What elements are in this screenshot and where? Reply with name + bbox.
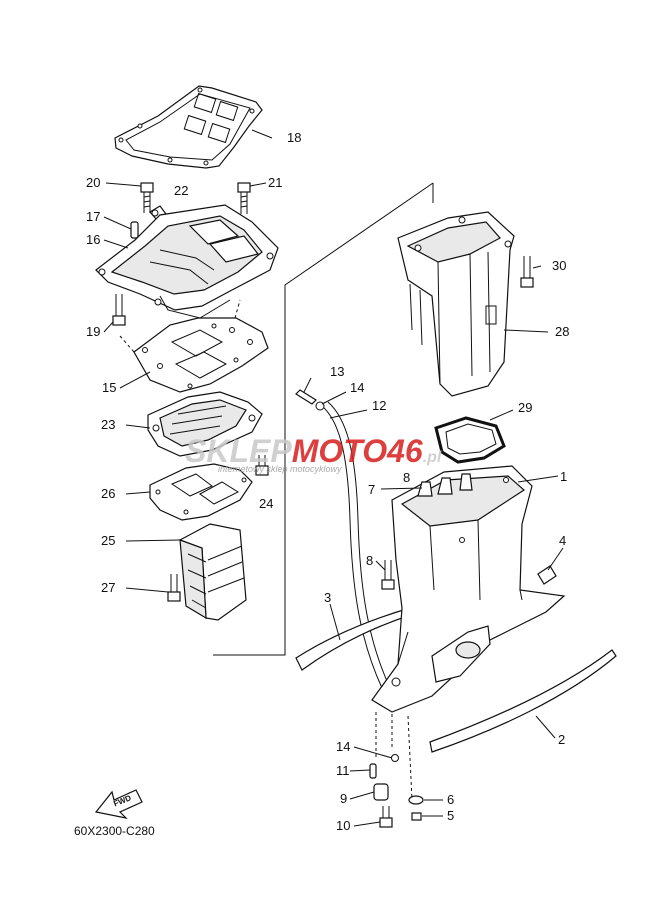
callout-7: 7: [368, 482, 375, 497]
mount-block-part-23: [147, 391, 263, 457]
callout-19: 19: [86, 324, 100, 339]
seal-part-29: [434, 416, 506, 464]
screw-part-5: [411, 812, 422, 821]
callout-8b: 8: [403, 470, 410, 485]
callout-1: 1: [560, 469, 567, 484]
bolt-part-8: [381, 560, 395, 590]
callout-14: 14: [350, 380, 364, 395]
callout-20: 20: [86, 175, 100, 190]
callout-24: 24: [259, 496, 273, 511]
callout-26: 26: [101, 486, 115, 501]
diagram-code-label: 60X2300-C280: [74, 824, 155, 838]
gasket-part-26: [149, 463, 253, 521]
callout-18: 18: [287, 130, 301, 145]
assembly-frame-lines: [119, 182, 434, 656]
callout-10: 10: [336, 818, 350, 833]
fwd-arrow-icon: FWD: [94, 789, 143, 819]
lower-casing-part-1: [371, 465, 566, 713]
callout-3: 3: [324, 590, 331, 605]
bolt-part-19: [112, 294, 126, 326]
callout-12: 12: [372, 398, 386, 413]
callout-4: 4: [559, 533, 566, 548]
watermark-suffix: .pl: [423, 449, 442, 466]
callout-14b: 14: [336, 739, 350, 754]
callout-15: 15: [102, 380, 116, 395]
joint-part-13: [295, 389, 317, 405]
hose-part-12: [321, 401, 391, 689]
bolt-part-20: [140, 182, 154, 213]
leader-lines: [103, 129, 564, 827]
callout-30: 30: [552, 258, 566, 273]
plate-part-15: [133, 317, 269, 393]
rubber-strip-part-2: [429, 649, 617, 753]
callout-6: 6: [447, 792, 454, 807]
callout-23: 23: [101, 417, 115, 432]
bolt-part-10: [379, 806, 393, 828]
lower-fittings: [369, 712, 424, 828]
callout-28: 28: [555, 324, 569, 339]
svg-text:SKLEPMOTO46.pl: SKLEPMOTO46.pl: [185, 433, 442, 469]
bolt-part-30: [520, 256, 534, 288]
watermark-part-2: MOTO: [292, 433, 388, 469]
callout-25: 25: [101, 533, 115, 548]
callout-16: 16: [86, 232, 100, 247]
washer-part-6: [408, 795, 424, 805]
watermark-subtitle: internetowy sklep motocyklowy: [218, 464, 342, 474]
callout-9: 9: [340, 791, 347, 806]
callout-5: 5: [447, 808, 454, 823]
callout-27: 27: [101, 580, 115, 595]
dowel-pin-part-17: [130, 221, 139, 239]
grommet-part-4: [537, 565, 557, 585]
watermark-part-3: 46: [386, 433, 423, 469]
callout-29: 29: [518, 400, 532, 415]
callout-22: 22: [174, 183, 188, 198]
callout-8: 8: [366, 553, 373, 568]
bolt-part-24: [255, 455, 269, 476]
callout-13: 13: [330, 364, 344, 379]
watermark-part-1: SKLEP: [185, 433, 292, 469]
callout-numbers: 18 20 21 22 17 16 19 15 23 24 26 25 27 3…: [86, 130, 569, 833]
clip-part-14-lower: [391, 754, 399, 762]
upper-plate-part-16: [95, 204, 279, 319]
watermark-logo: SKLEPMOTO46.pl internetowy sklep motocyk…: [185, 433, 442, 474]
fitting-part-11: [369, 763, 377, 779]
joint-part-9: [373, 783, 389, 801]
callout-2: 2: [558, 732, 565, 747]
callout-21: 21: [268, 175, 282, 190]
damper-block-part-25: [178, 523, 247, 621]
gasket-part-18: [114, 85, 263, 169]
bolt-part-27: [167, 574, 181, 602]
callout-11: 11: [336, 763, 350, 778]
upper-casing-part-28: [397, 211, 515, 397]
callout-17: 17: [86, 209, 100, 224]
bolt-part-21: [237, 182, 251, 214]
